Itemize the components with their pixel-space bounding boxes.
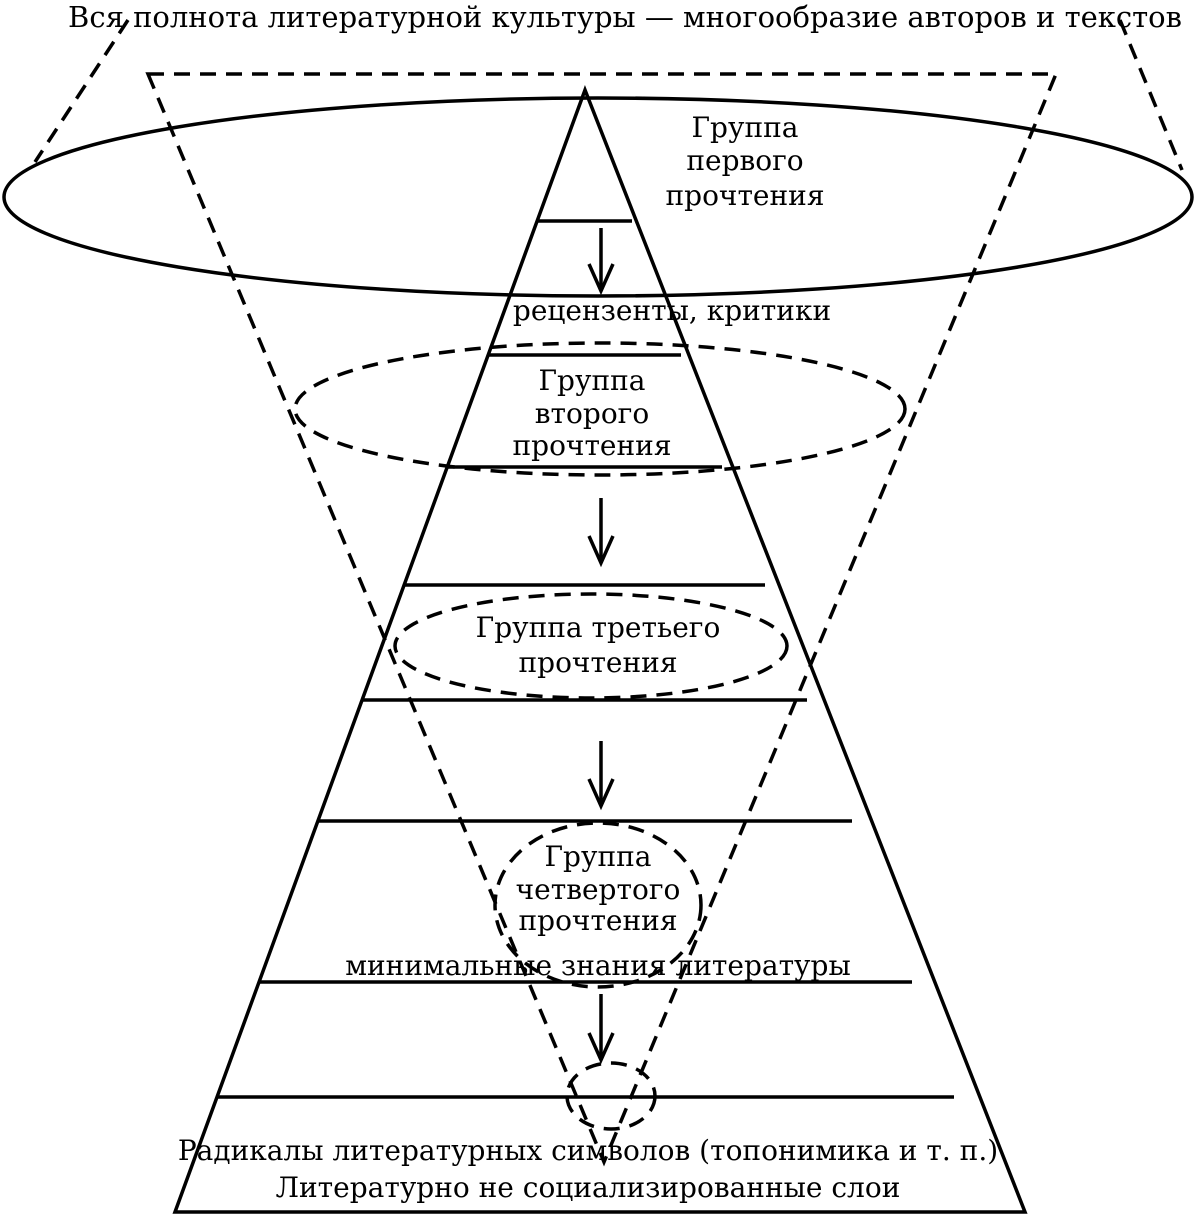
fourth-group-label: Группа четвертого прочтения xyxy=(516,840,681,937)
first-group-ellipse xyxy=(2,96,1194,298)
inverted-funnel-triangle xyxy=(145,72,1059,1167)
svg-text:прочтения: прочтения xyxy=(512,429,671,462)
diagram-title: Вся полнота литературной культуры — мног… xyxy=(68,0,1182,34)
svg-text:Группа: Группа xyxy=(692,111,799,144)
arrow-down-icon xyxy=(587,228,615,296)
svg-text:второго: второго xyxy=(535,397,649,430)
svg-text:прочтения: прочтения xyxy=(518,646,677,679)
pyramid-outline xyxy=(172,85,1028,1214)
svg-text:прочтения: прочтения xyxy=(518,904,677,937)
second-group-ellipse xyxy=(293,341,907,477)
svg-text:первого: первого xyxy=(686,144,803,177)
svg-text:Группа третьего: Группа третьего xyxy=(476,611,721,644)
minimal-knowledge-label: минимальные знания литературы xyxy=(345,949,851,982)
svg-text:Группа: Группа xyxy=(539,364,646,397)
base-small-ellipse xyxy=(565,1061,657,1131)
third-group-ellipse xyxy=(393,592,789,700)
arrow-down-icon xyxy=(587,498,615,568)
reviewers-label: рецензенты, критики xyxy=(513,294,831,327)
third-group-label: Группа третьего прочтения xyxy=(476,611,721,679)
fourth-group-ellipse xyxy=(493,821,703,989)
svg-text:прочтения: прочтения xyxy=(665,179,824,212)
second-group-label: Группа второго прочтения xyxy=(512,364,671,462)
arrow-down-icon xyxy=(587,741,615,811)
svg-text:четвертого: четвертого xyxy=(516,873,681,906)
base-label-line-2: Литературно не социализированные слои xyxy=(276,1171,901,1204)
arrow-down-icon xyxy=(587,994,615,1065)
left-title-connector xyxy=(33,19,130,163)
right-title-connector xyxy=(1118,19,1184,171)
first-group-label: Группа первого прочтения xyxy=(665,111,824,212)
svg-text:Группа: Группа xyxy=(545,840,652,873)
base-label-line-1: Радикалы литературных символов (топоними… xyxy=(178,1134,998,1167)
